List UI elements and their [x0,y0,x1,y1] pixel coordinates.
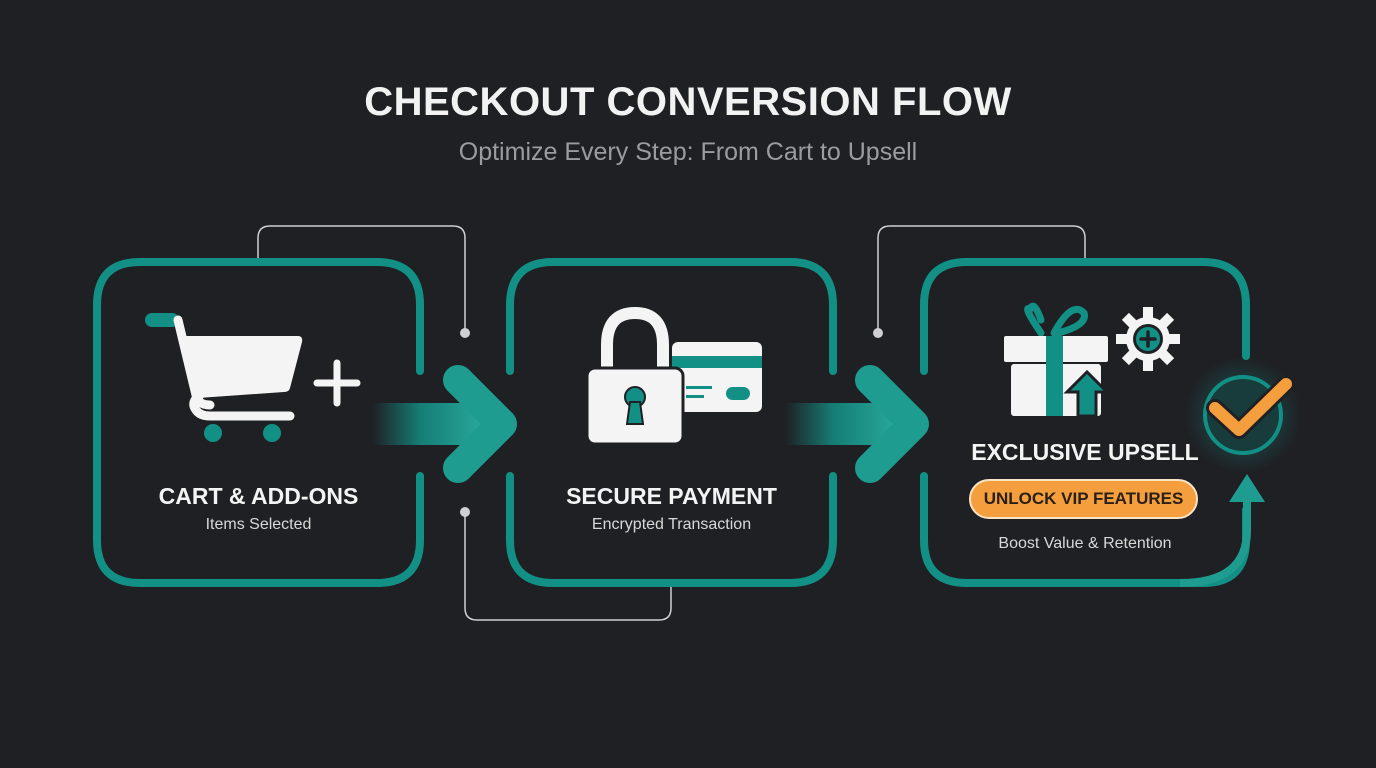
arrow-right-icon [372,365,517,483]
step-subtitle-payment: Encrypted Transaction [591,516,752,533]
step-subtitle-upsell: Boost Value & Retention [998,535,1172,552]
connector-dot [460,328,470,338]
connector-dot [460,507,470,517]
page-subtitle: Optimize Every Step: From Cart to Upsell [458,138,918,166]
page-title: CHECKOUT CONVERSION FLOW [364,80,1012,124]
step-subtitle-cart: Items Selected [205,516,312,533]
shopping-cart-plus-icon [145,313,361,442]
connector-top-2 [877,225,1086,332]
gift-upgrade-gear-icon [1004,302,1180,418]
unlock-vip-features-button[interactable]: UNLOCK VIP FEATURES [969,479,1198,519]
checkmark-badge-icon [1185,357,1301,473]
step-title-cart: CART & ADD-ONS [158,483,359,509]
step-card-payment [506,258,837,587]
step-title-upsell: EXCLUSIVE UPSELL [971,439,1199,465]
step-title-payment: SECURE PAYMENT [566,483,777,509]
connector-bottom [464,512,672,621]
connector-top-1 [257,225,466,332]
step-card-cart [93,258,424,587]
connector-dot [873,328,883,338]
lock-credit-card-icon [585,306,762,446]
return-arrow-up-icon [1179,474,1265,587]
arrow-right-icon [785,365,929,483]
